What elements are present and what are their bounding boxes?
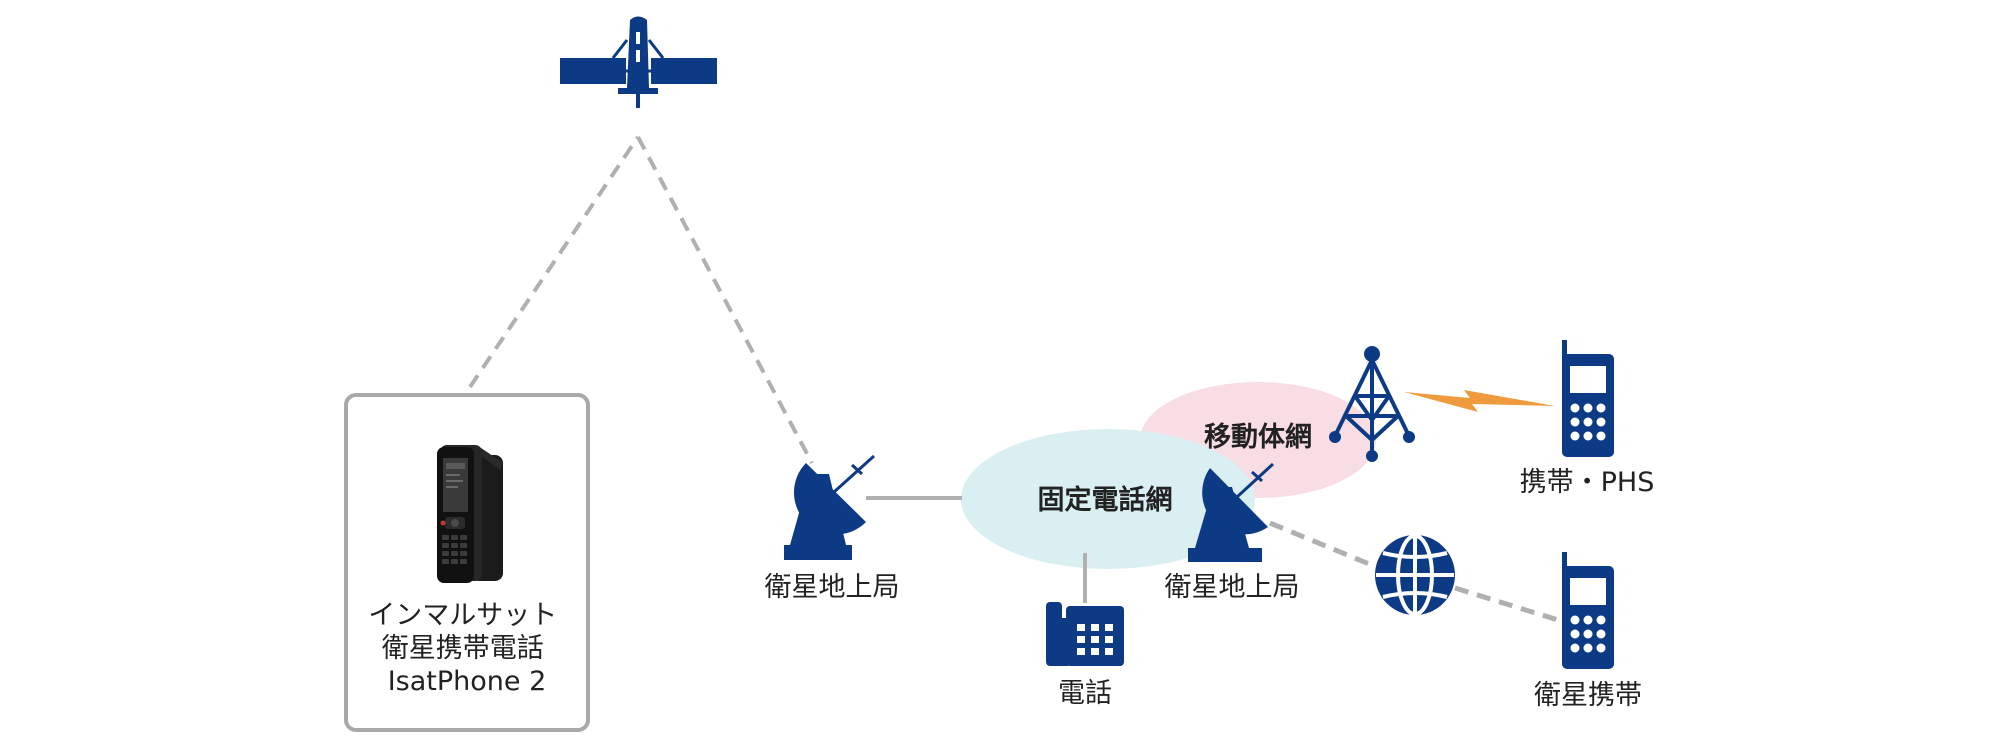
satellite-dish-icon bbox=[1188, 462, 1275, 562]
ground-station-right-label: 衛星地上局 bbox=[1165, 572, 1300, 603]
link-phone-to-satellite bbox=[468, 135, 640, 389]
fixed-network-label: 固定電話網 bbox=[1038, 484, 1173, 516]
satellite-dish-icon bbox=[784, 454, 876, 560]
mobile-phone-icon bbox=[1562, 340, 1614, 457]
fixed-network-area bbox=[961, 429, 1255, 569]
cell-tower-icon bbox=[1329, 346, 1415, 462]
isatphone-label-line-3: IsatPhone 2 bbox=[388, 666, 547, 697]
desk-phone-icon bbox=[1046, 602, 1124, 666]
mobile-phs-label: 携帯・PHS bbox=[1520, 467, 1655, 498]
link-satellite-to-ground-station bbox=[636, 136, 814, 464]
satellite-mobile-label: 衛星携帯 bbox=[1534, 680, 1642, 711]
isatphone-label: インマルサット 衛星携帯電話 IsatPhone 2 bbox=[368, 600, 566, 697]
mobile-phone-icon bbox=[1562, 552, 1614, 669]
mobile-network-label: 移動体網 bbox=[1204, 421, 1312, 453]
link-ground-station-to-globe bbox=[1269, 520, 1375, 569]
ground-station-left-label: 衛星地上局 bbox=[765, 572, 900, 603]
isatphone-label-line-2: 衛星携帯電話 bbox=[382, 633, 544, 664]
connection-lines bbox=[468, 135, 1559, 623]
link-globe-to-satellite-mobile bbox=[1454, 585, 1559, 623]
satellite-phone-image bbox=[437, 445, 503, 583]
telephone-label: 電話 bbox=[1058, 678, 1112, 709]
radio-signal-icon bbox=[1404, 390, 1555, 412]
globe-icon bbox=[1375, 534, 1455, 616]
isatphone-label-line-1: インマルサット bbox=[368, 600, 557, 631]
satellite-icon bbox=[560, 16, 717, 108]
